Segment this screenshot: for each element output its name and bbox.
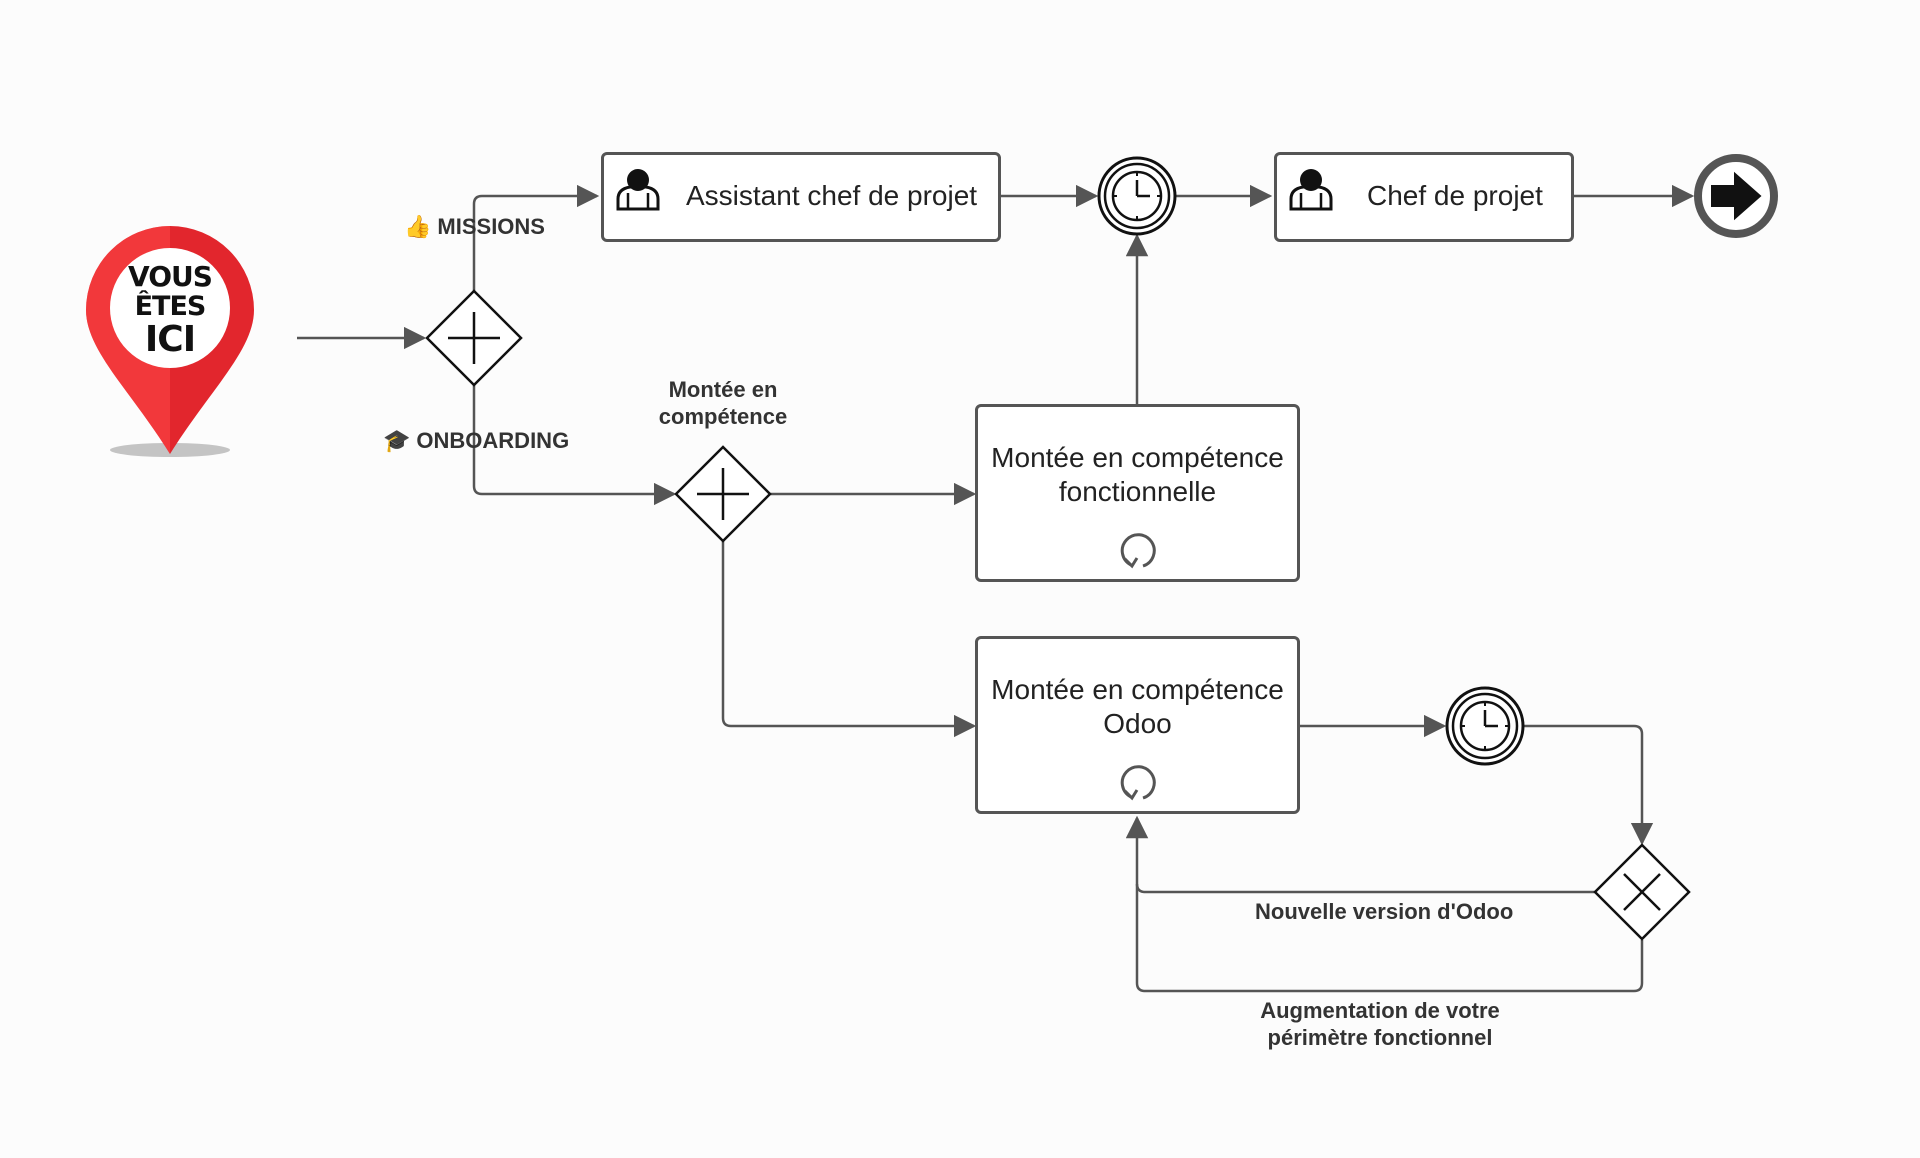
missions-text: MISSIONS — [437, 214, 545, 239]
task-odoo-line-1: Montée en compétence — [991, 674, 1284, 705]
timer-event-odoo-icon — [1445, 686, 1525, 766]
competence-label-line-1: Montée en — [668, 377, 778, 402]
onboarding-label: 🎓ONBOARDING — [383, 428, 569, 454]
task-odoo-line-2: Odoo — [1103, 708, 1172, 739]
loop-marker-icon — [1120, 765, 1156, 801]
task-odoo-title: Montée en compétence Odoo — [978, 673, 1297, 741]
graduation-cap-icon: 🎓 — [383, 429, 411, 454]
location-pin-icon — [86, 226, 254, 457]
thumbs-up-icon: 👍 — [404, 215, 432, 240]
competence-label-line-2: compétence — [658, 404, 788, 429]
task-fonctionnelle-line-2: fonctionnelle — [1058, 476, 1217, 507]
timer-event-icon — [1097, 156, 1177, 236]
missions-label: 👍MISSIONS — [404, 214, 545, 240]
loop-marker-icon — [1120, 533, 1156, 569]
pin-line-3: ICI — [144, 319, 196, 360]
task-montee-competence-fonctionnelle[interactable]: Montée en compétence fonctionnelle — [975, 404, 1300, 582]
end-event-icon — [1694, 154, 1778, 238]
user-icon — [616, 169, 660, 211]
competence-gateway-label: Montée en compétence — [628, 376, 818, 430]
parallel-gateway-start — [425, 289, 523, 387]
flow-augmentation — [1135, 884, 1644, 993]
pin-label: VOUS ÊTES ICI — [110, 262, 230, 358]
flow-onboarding — [472, 385, 677, 506]
flow-to-odoo — [721, 540, 977, 738]
augmentation-line-1: Augmentation de votre — [1260, 998, 1500, 1023]
augmentation-line-2: périmètre fonctionnel — [1267, 1025, 1493, 1050]
task-assistant-chef-de-projet[interactable]: Assistant chef de projet — [601, 152, 1001, 242]
task-fonctionnelle-title: Montée en compétence fonctionnelle — [978, 441, 1297, 509]
user-icon — [1289, 169, 1333, 211]
parallel-gateway-competence — [674, 445, 772, 543]
task-chef-title: Chef de projet — [1367, 180, 1543, 211]
task-montee-competence-odoo[interactable]: Montée en compétence Odoo — [975, 636, 1300, 814]
flow-timer2-to-xor — [1524, 724, 1654, 846]
task-assistant-title: Assistant chef de projet — [686, 180, 978, 211]
pin-line-1: VOUS — [128, 260, 213, 293]
flow-missions — [472, 184, 600, 291]
task-fonctionnelle-line-1: Montée en compétence — [991, 442, 1284, 473]
flow-nouvelle-version — [1125, 815, 1596, 894]
pin-line-2: ÊTES — [134, 291, 207, 322]
nouvelle-version-label: Nouvelle version d'Odoo — [1255, 899, 1514, 924]
onboarding-text: ONBOARDING — [416, 428, 570, 453]
task-chef-de-projet[interactable]: Chef de projet — [1274, 152, 1574, 242]
exclusive-gateway — [1593, 843, 1691, 941]
augmentation-label: Augmentation de votre périmètre fonction… — [1230, 997, 1530, 1051]
